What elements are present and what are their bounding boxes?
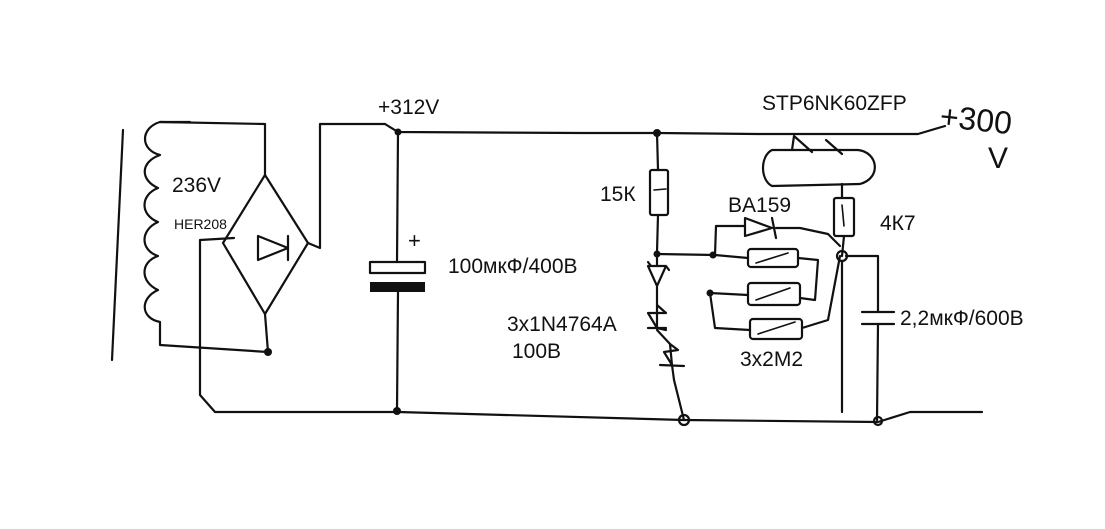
- main-capacitor: + 100мкФ/400В: [368, 128, 578, 415]
- junction-dot: [264, 348, 272, 356]
- resistor-15k-mark: [653, 188, 667, 191]
- ground-junction: [872, 415, 884, 427]
- cap-plate-negative: [370, 282, 425, 292]
- junction-dot: [393, 407, 401, 415]
- transformer-voltage-label: 236V: [172, 174, 221, 197]
- bridge-diode-symbol: [256, 234, 290, 262]
- out-cap-lead-bottom: [875, 322, 880, 422]
- rectifier-bridge: HER208: [174, 122, 400, 414]
- resistor-2m2-3-mark: [757, 321, 796, 335]
- zener-diode-1: [646, 254, 671, 307]
- output-unit-label: V: [988, 142, 1008, 175]
- cap-lead-bottom: [395, 290, 400, 412]
- chain-link-1: [796, 256, 820, 302]
- zener-diode-3: [658, 342, 686, 422]
- ground-rail: [396, 410, 984, 424]
- gate-resistor-label: 4К7: [880, 212, 916, 235]
- junction-dot: [706, 289, 714, 297]
- resistor-2m2-2-mark: [755, 287, 791, 301]
- bridge-output-plus: [306, 122, 387, 250]
- chain-link-2: [708, 291, 752, 332]
- out-cap-lead-top: [844, 254, 880, 314]
- mosfet: STP6NK60ZFP: [761, 92, 907, 200]
- cap-polarity-mark: +: [408, 228, 421, 253]
- resistor-4k7-mark: [841, 204, 845, 227]
- ground-junction: [677, 413, 691, 427]
- resistor-chain-label: 3x2M2: [740, 348, 803, 371]
- diode-lead: [713, 224, 747, 257]
- dc-bus-label: +312V: [378, 96, 439, 119]
- output-plus-label: +300: [938, 98, 1013, 141]
- diode-label: BA159: [728, 194, 791, 217]
- rectifier-label: HER208: [174, 216, 227, 232]
- mosfet-body: [761, 148, 876, 188]
- zener-diode-2: [646, 303, 672, 346]
- zener-branch: 15К 3x1N4764A 100В: [507, 129, 691, 427]
- main-capacitor-label: 100мкФ/400В: [448, 255, 578, 278]
- transformer-primary-line: [110, 128, 125, 362]
- bridge-diamond: [221, 173, 310, 316]
- transformer-secondary-coil: [143, 120, 270, 354]
- resistor-chain: 3x2M2: [655, 247, 842, 371]
- chain-lead-out: [800, 254, 842, 330]
- output-capacitor: 2,2мкФ/600В: [840, 254, 1024, 427]
- transformer-top-lead: [158, 120, 267, 177]
- zener-label-line2: 100В: [512, 340, 561, 363]
- bridge-output-minus: [263, 312, 270, 354]
- output-capacitor-label: 2,2мкФ/600В: [900, 307, 1024, 330]
- mosfet-tab: [790, 134, 844, 156]
- diode-symbol: [743, 216, 778, 240]
- resistor-15k-lead-bottom: [655, 213, 660, 254]
- resistor-15k-label: 15К: [600, 183, 636, 206]
- resistor-15k: [648, 168, 670, 217]
- diode-lead-out: [774, 226, 842, 248]
- cap-plate-positive: [368, 260, 427, 275]
- zener-label-line1: 3x1N4764A: [507, 313, 617, 336]
- resistor-4k7: [832, 196, 856, 238]
- diode-ba159: BA159: [713, 194, 842, 257]
- positive-rail: [383, 122, 947, 136]
- cap-lead-top: [395, 130, 400, 264]
- mosfet-label: STP6NK60ZFP: [762, 92, 907, 115]
- gate-resistor: 4К7: [832, 196, 916, 263]
- transformer: 236V: [110, 120, 270, 362]
- rectifier-lead: [198, 236, 400, 414]
- resistor-15k-lead-top: [655, 131, 660, 172]
- resistor-4k7-lead: [840, 234, 846, 258]
- chain-lead-in: [655, 252, 750, 260]
- resistor-2m2-1-mark: [755, 252, 789, 264]
